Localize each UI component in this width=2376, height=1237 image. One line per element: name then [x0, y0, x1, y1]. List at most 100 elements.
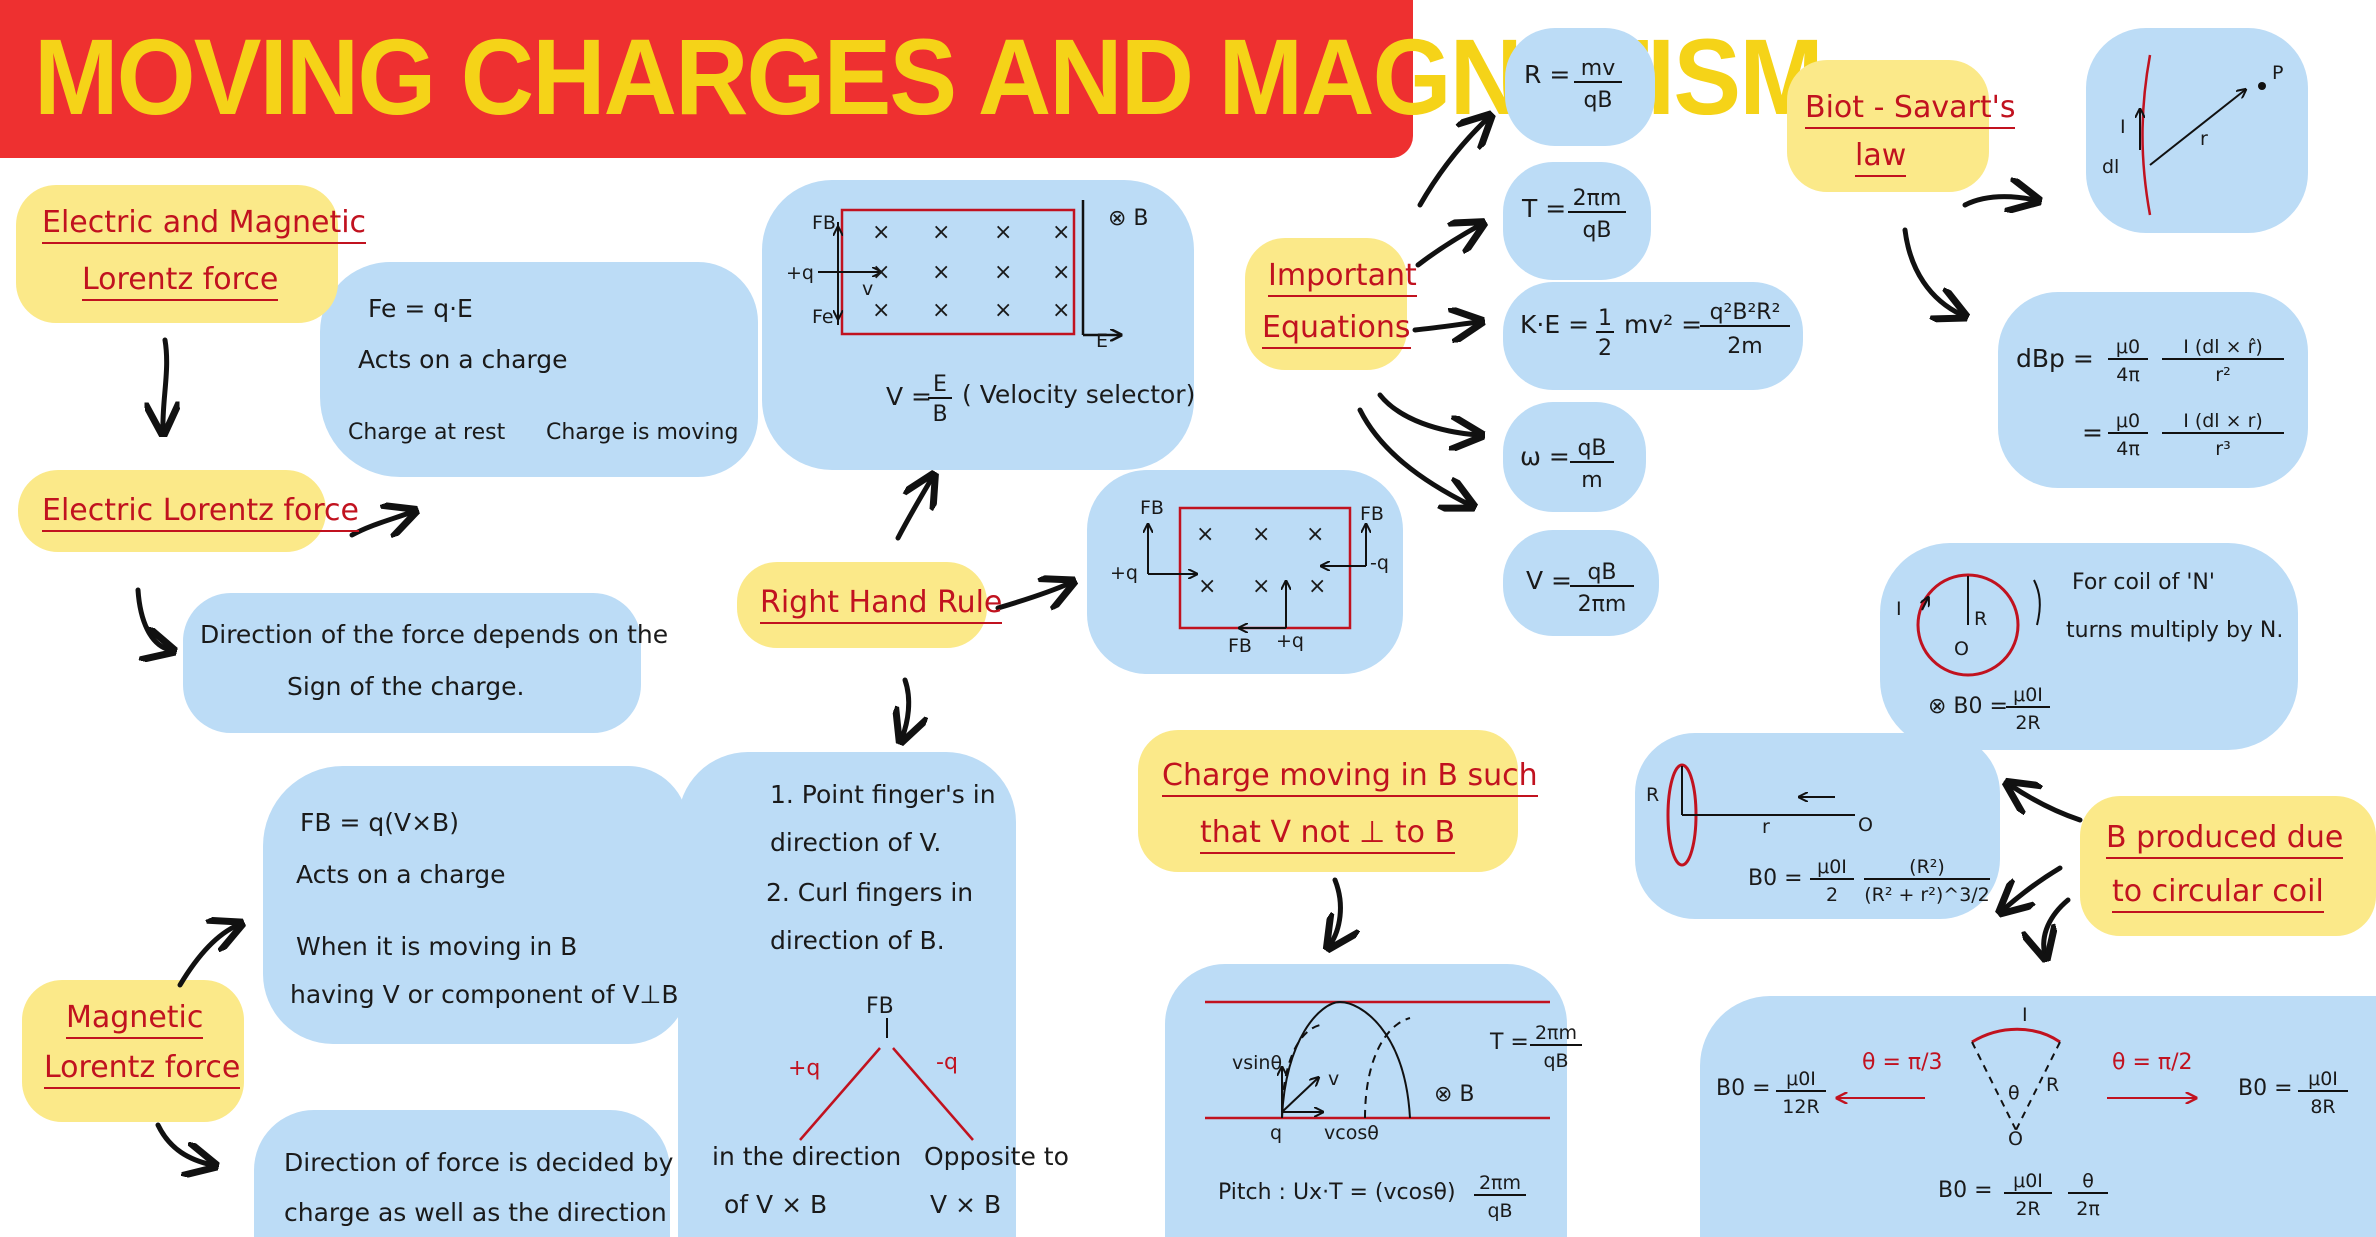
axis-o: O — [1858, 814, 1873, 836]
rhr-cross-5: × — [1252, 574, 1271, 599]
fb-acts: Acts on a charge — [296, 860, 506, 889]
rhr-q-right: -q — [1370, 552, 1389, 574]
eq-w-bubble — [1503, 402, 1646, 512]
arrow-to-dbp — [1902, 227, 1962, 315]
coil-o: O — [1954, 638, 1969, 660]
coil-b0: ⊗ B0 = — [1928, 694, 2008, 719]
dbp-4pi-2: 4π — [2116, 438, 2140, 460]
helix-t-den: qB — [1543, 1050, 1569, 1072]
direction-sign-bubble — [183, 593, 641, 733]
eq-ke-lhs: K·E = — [1520, 310, 1590, 339]
arrow-to-rhr-steps — [902, 677, 909, 738]
rhr-q-bottom: +q — [1276, 630, 1304, 652]
dbp-d1: r² — [2215, 364, 2231, 386]
rhr-cross-4: × — [1198, 574, 1217, 599]
arrow-to-direction-sign — [135, 587, 170, 650]
helix-q: q — [1270, 1122, 1283, 1144]
eq-ke-den: 2m — [1727, 334, 1763, 359]
direction-sign-line2: Sign of the charge. — [287, 672, 525, 701]
biot-line2: law — [1855, 138, 1907, 177]
eq-t-lhs: T = — [1522, 194, 1567, 223]
vs-num: E — [928, 372, 952, 399]
biot-highlight — [1787, 60, 1989, 192]
arrow-to-eq-w — [1377, 392, 1478, 435]
biot-fig-dl: dl — [2102, 156, 2120, 178]
arrow-to-direction-decided — [155, 1122, 212, 1165]
axis-x: r — [1762, 816, 1770, 838]
direction-decided-line1: Direction of force is decided by — [284, 1148, 674, 1177]
vs-cross-4: × — [1052, 220, 1071, 245]
arc-l-den: 12R — [1782, 1096, 1820, 1118]
eq-t-den: qB — [1582, 218, 1612, 243]
eq-t-bubble — [1503, 162, 1651, 280]
vs-cross-6: × — [932, 260, 951, 285]
rhr-steps-plus-a: in the direction — [712, 1142, 902, 1171]
eq-v-bubble — [1503, 530, 1659, 636]
fb-bubble — [263, 766, 688, 1044]
eq-r-bubble — [1505, 28, 1655, 146]
magnetic-lorentz-line2: Lorentz force — [44, 1050, 241, 1089]
electric-magnetic-line2: Lorentz force — [82, 262, 279, 301]
rhr-steps-plus: +q — [788, 1056, 821, 1081]
vs-cross-11: × — [994, 298, 1013, 323]
important-line2: Equations — [1262, 310, 1411, 349]
vs-formula-lhs: V = — [886, 382, 932, 411]
fe-bubble — [320, 262, 758, 477]
rhr-q-left: +q — [1110, 562, 1138, 584]
circular-line2: to circular coil — [2112, 874, 2324, 913]
coil-num: μ0I — [2006, 684, 2050, 708]
rhr-cross-3: × — [1306, 522, 1325, 547]
eq-ke-mid: mv² = — [1624, 310, 1703, 339]
rhr-steps-minus-b: V × B — [930, 1190, 1002, 1219]
vs-cross-10: × — [932, 298, 951, 323]
axis-lhs: B0 = — [1748, 866, 1803, 891]
direction-sign-line1: Direction of the force depends on the — [200, 620, 669, 649]
biot-fig-p: P — [2272, 62, 2284, 84]
eq-v-lhs: V = — [1526, 566, 1572, 595]
dbp-d2: r³ — [2215, 438, 2231, 460]
vs-cross-3: × — [994, 220, 1013, 245]
rhr-fb-top: FB — [1140, 497, 1164, 519]
eq-r-lhs: R = — [1524, 60, 1571, 89]
direction-decided-bubble — [254, 1110, 670, 1237]
axis-d2: (R² + r²)^3/2 — [1864, 884, 1990, 906]
biot-figure-bubble — [2086, 28, 2308, 233]
eq-w-num: qB — [1570, 436, 1614, 463]
fe-rest: Charge at rest — [348, 420, 506, 445]
biot-line1: Biot - Savart's — [1805, 90, 2016, 129]
vs-cross-1: × — [872, 220, 891, 245]
helix-vsin: vsinθ — [1232, 1052, 1283, 1074]
rhr-steps-bubble — [678, 752, 1016, 1237]
axis-n2: (R²) — [1864, 856, 1990, 880]
vs-fe: Fe — [812, 306, 834, 328]
arrow-to-arc — [2044, 897, 2071, 955]
rhr-step-2a: 2. Curl fingers in — [766, 878, 974, 907]
coil-note2: turns multiply by N. — [2066, 618, 2284, 643]
arrow-to-eq-t — [1415, 225, 1480, 268]
rhr-steps-fb: FB — [866, 994, 894, 1019]
eq-ke-half-den: 2 — [1598, 336, 1612, 361]
arrow-to-eq-v — [1357, 407, 1470, 505]
biot-fig-i: I — [2120, 116, 2126, 138]
not-perp-line1: Charge moving in B such — [1162, 758, 1538, 797]
vs-cross-9: × — [872, 298, 891, 323]
arc-r-angle: θ = π/2 — [2112, 1050, 2193, 1075]
direction-decided-line2: charge as well as the direction — [284, 1198, 667, 1227]
fb-formula: FB = q(V×B) — [300, 808, 459, 837]
fe-moving: Charge is moving — [546, 420, 739, 445]
rhr-steps-minus-a: Opposite to — [924, 1142, 1069, 1171]
important-line1: Important — [1268, 258, 1417, 297]
rhr-cross-1: × — [1196, 522, 1215, 547]
arc-l-lhs: B0 = — [1716, 1076, 1771, 1101]
eq-r-den: qB — [1583, 88, 1613, 113]
vs-cross-2: × — [932, 220, 951, 245]
arrow-to-electric-lorentz — [163, 337, 167, 430]
coil-i: I — [1896, 598, 1902, 620]
vs-cross-12: × — [1052, 298, 1071, 323]
arrow-to-coil — [2003, 865, 2063, 910]
dbp-mu-1: μ0 — [2108, 336, 2148, 360]
vs-cross-7: × — [994, 260, 1013, 285]
eq-v-den: 2πm — [1577, 592, 1627, 617]
helix-v: v — [1328, 1068, 1340, 1090]
arrow-to-eq-ke — [1412, 322, 1478, 330]
